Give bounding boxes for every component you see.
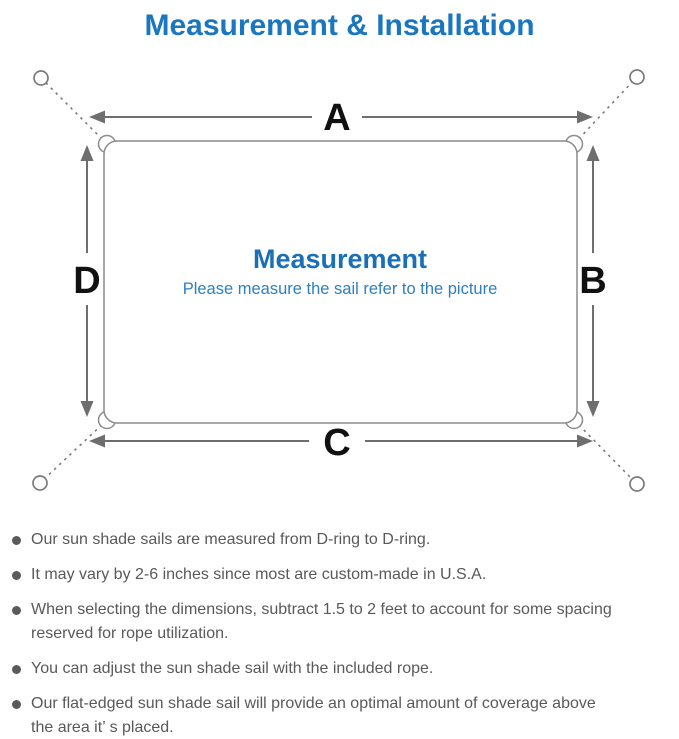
list-item: Our sun shade sails are measured from D-… <box>10 528 671 552</box>
bullet-icon <box>12 606 21 615</box>
arrowhead-left-icon <box>89 110 105 124</box>
arrowhead-down-icon <box>586 401 600 417</box>
note-line: the area it’ s placed. <box>31 719 174 736</box>
notes-list: Our sun shade sails are measured from D-… <box>0 500 679 739</box>
note-line: You can adjust the sun shade sail with t… <box>31 660 434 677</box>
anchor-point-bottom-right <box>629 476 645 492</box>
arrowhead-up-icon <box>80 145 94 161</box>
note-text: You can adjust the sun shade sail with t… <box>31 657 433 681</box>
bullet-icon <box>12 571 21 580</box>
dashed-rope-top-right <box>573 78 636 145</box>
measurement-diagram: A C D B Measurement Please meas <box>32 69 645 492</box>
list-item: You can adjust the sun shade sail with t… <box>10 657 671 681</box>
sail-rectangle <box>103 140 578 424</box>
bullet-icon <box>12 665 21 674</box>
note-line: When selecting the dimensions, subtract … <box>31 601 612 618</box>
diagram-center-subtitle: Please measure the sail refer to the pic… <box>183 280 498 298</box>
arrowhead-left-icon <box>89 434 105 448</box>
dimension-label-b: B <box>579 260 606 302</box>
dashed-rope-top-left <box>42 79 108 145</box>
dimension-arrow-b: B <box>579 145 607 417</box>
arrowhead-right-icon <box>577 110 593 124</box>
note-line: reserved for rope utilization. <box>31 625 229 642</box>
bullet-icon <box>12 700 21 709</box>
bullet-icon <box>12 536 21 545</box>
note-line: Our sun shade sails are measured from D-… <box>31 531 431 548</box>
page-title: Measurement & Installation <box>144 9 535 42</box>
dimension-label-c: C <box>323 422 350 464</box>
list-item: When selecting the dimensions, subtract … <box>10 598 671 646</box>
dimension-arrow-d: D <box>73 145 101 417</box>
arrowhead-up-icon <box>586 145 600 161</box>
anchor-point-top-left <box>33 70 49 86</box>
dashed-rope-bottom-right <box>573 419 636 483</box>
note-line: It may vary by 2-6 inches since most are… <box>31 566 487 583</box>
arrowhead-down-icon <box>80 401 94 417</box>
note-text: It may vary by 2-6 inches since most are… <box>31 563 486 587</box>
arrowhead-right-icon <box>577 434 593 448</box>
anchor-point-top-right <box>629 69 645 85</box>
note-text: Our flat-edged sun shade sail will provi… <box>31 692 596 739</box>
note-text: When selecting the dimensions, subtract … <box>31 598 612 646</box>
list-item: It may vary by 2-6 inches since most are… <box>10 563 671 587</box>
dimension-label-d: D <box>73 260 100 302</box>
dimension-arrow-c: C <box>89 422 593 464</box>
note-text: Our sun shade sails are measured from D-… <box>31 528 430 552</box>
note-line: Our flat-edged sun shade sail will provi… <box>31 695 596 712</box>
dimension-arrow-a: A <box>89 97 593 139</box>
dashed-rope-bottom-left <box>41 419 108 482</box>
dimension-label-a: A <box>323 97 350 139</box>
list-item: Our flat-edged sun shade sail will provi… <box>10 692 671 739</box>
diagram-center-title: Measurement <box>253 244 427 274</box>
anchor-point-bottom-left <box>32 475 48 491</box>
